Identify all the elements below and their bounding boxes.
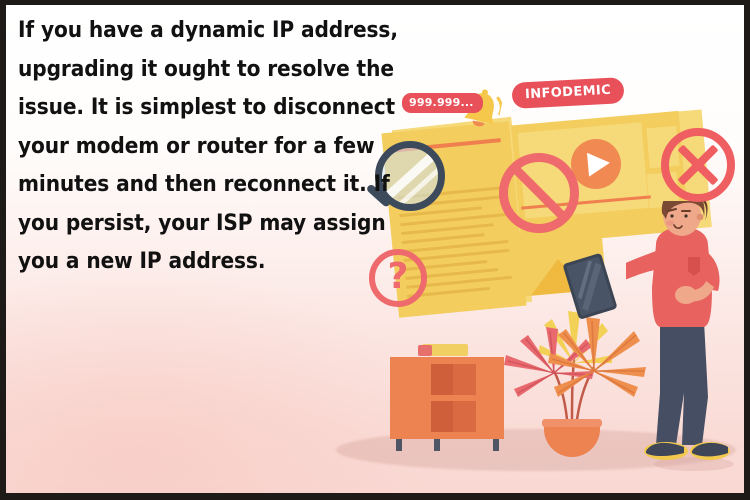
plant-pot-rim [542, 419, 602, 427]
magnifier-lens [375, 141, 445, 211]
cabinet-leg [396, 439, 402, 451]
shelf-slot-bottom-left [431, 401, 453, 432]
infodemic-pill: INFODEMIC [511, 77, 625, 109]
person-shirt [652, 227, 712, 327]
text-line-5: you persist, your ISP may assign [18, 209, 386, 236]
prohibition-slash [510, 163, 568, 222]
text-line-3: your modem or router for a few [18, 132, 375, 159]
cabinet-leg [493, 439, 499, 451]
book-red [418, 345, 432, 356]
person-with-tablet [626, 201, 730, 460]
close-x-icon [661, 128, 735, 202]
shelf-slot-top-left [431, 364, 453, 395]
cabinet-leg [434, 439, 440, 451]
bookshelf-cabinet [390, 357, 504, 439]
text-line-6: you a new IP address. [18, 248, 266, 274]
text-line-4: minutes and then reconnect it. If [18, 171, 390, 197]
card-canvas: 999.999... INFODEMIC ? [6, 5, 744, 493]
article-text-block: If you have a dynamic IP address, upgrad… [18, 11, 430, 281]
potted-plant-leaves [504, 311, 646, 430]
play-triangle [586, 150, 611, 177]
prohibition-icon [499, 153, 579, 233]
person-hair [661, 201, 705, 219]
question-badge: ? [369, 249, 427, 307]
illustration-art: 999.999... INFODEMIC ? [6, 5, 744, 493]
book-yellow [422, 344, 468, 356]
notification-badge: 999.999... [402, 93, 483, 113]
shirt-pocket-logo [688, 257, 700, 276]
text-line-2: issue. It is simplest to disconnect [18, 94, 396, 120]
magnifier-icon [361, 141, 445, 225]
text-line-1: upgrading it ought to resolve the [18, 55, 394, 82]
person-pants [656, 321, 708, 445]
tablet-device[interactable] [562, 253, 620, 319]
person-floor-shadow [654, 457, 734, 471]
text-line-0: If you have a dynamic IP address, [18, 17, 398, 43]
